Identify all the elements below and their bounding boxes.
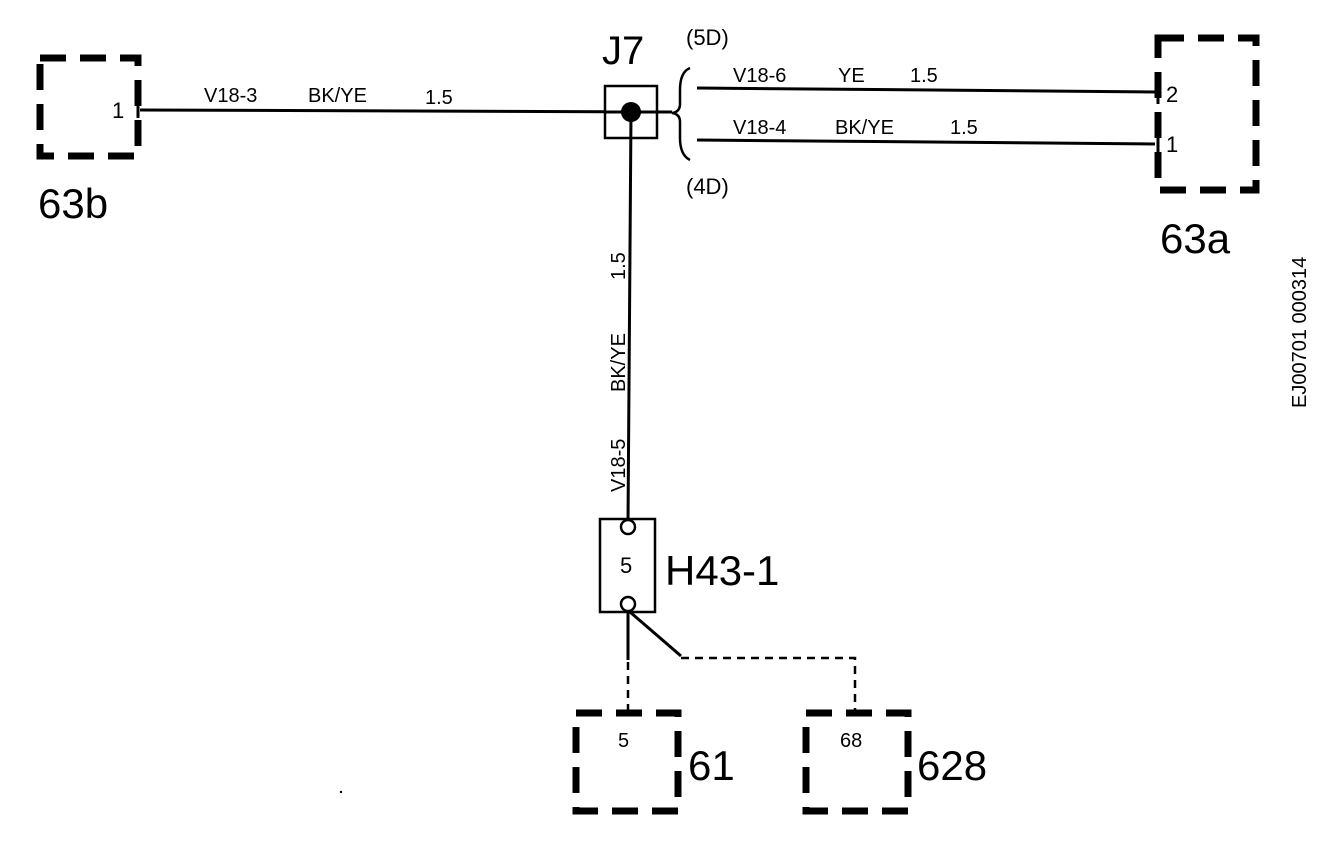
wire-v18-6-color: YE — [838, 65, 865, 87]
connector-h43-1-label: H43-1 — [665, 547, 779, 594]
connector-61-outline — [572, 709, 682, 815]
connector-h43-1-bottom-terminal — [619, 595, 637, 613]
connector-h43-1-pin: 5 — [620, 553, 632, 578]
connector-63a-label: 63a — [1160, 215, 1231, 262]
wire-v18-3 — [139, 108, 673, 114]
connector-63a-pin-2: 2 — [1166, 82, 1178, 107]
wire-v18-5-color: BK/YE — [608, 333, 630, 392]
splice-j7-top-note: (5D) — [686, 25, 729, 50]
wire-v18-4-size: 1.5 — [950, 117, 978, 139]
wire-v18-4-color: BK/YE — [835, 117, 894, 139]
connector-63a-outline — [1154, 34, 1260, 194]
wire-v18-5 — [626, 111, 633, 523]
wire-v18-6 — [696, 86, 1156, 94]
wire-v18-3-color: BK/YE — [308, 85, 367, 107]
stray-dot — [339, 790, 343, 794]
wire-v18-6-id: V18-6 — [733, 65, 786, 87]
connector-61-pin: 5 — [618, 730, 629, 752]
wire-v18-3-size: 1.5 — [425, 87, 453, 109]
wire-v18-5-id: V18-5 — [608, 439, 630, 492]
wire-h43-to-628-solid — [629, 610, 682, 658]
wire-v18-4-id: V18-4 — [733, 117, 786, 139]
wire-v18-3-id: V18-3 — [204, 85, 257, 107]
wire-v18-4 — [696, 138, 1156, 146]
connector-63b-outline — [36, 54, 142, 160]
connector-628-label: 628 — [917, 742, 987, 789]
wire-h43-to-628-dashed — [681, 656, 857, 715]
splice-j7-label: J7 — [602, 29, 644, 73]
connector-63b-label: 63b — [38, 180, 108, 227]
connector-61-label: 61 — [688, 742, 735, 789]
connector-628-pin: 68 — [840, 730, 862, 752]
figure-code: EJ00701 000314 — [1289, 257, 1311, 408]
connector-h43-1-top-terminal — [619, 518, 637, 536]
connector-63a-pin-1: 1 — [1166, 132, 1178, 157]
connector-628-outline — [802, 709, 912, 815]
wire-v18-5-size: 1.5 — [608, 252, 630, 280]
connector-63b-pin: 1 — [112, 98, 124, 123]
splice-j7-bottom-note: (4D) — [686, 174, 729, 199]
wire-v18-6-size: 1.5 — [910, 65, 938, 87]
splice-brace — [671, 66, 691, 162]
